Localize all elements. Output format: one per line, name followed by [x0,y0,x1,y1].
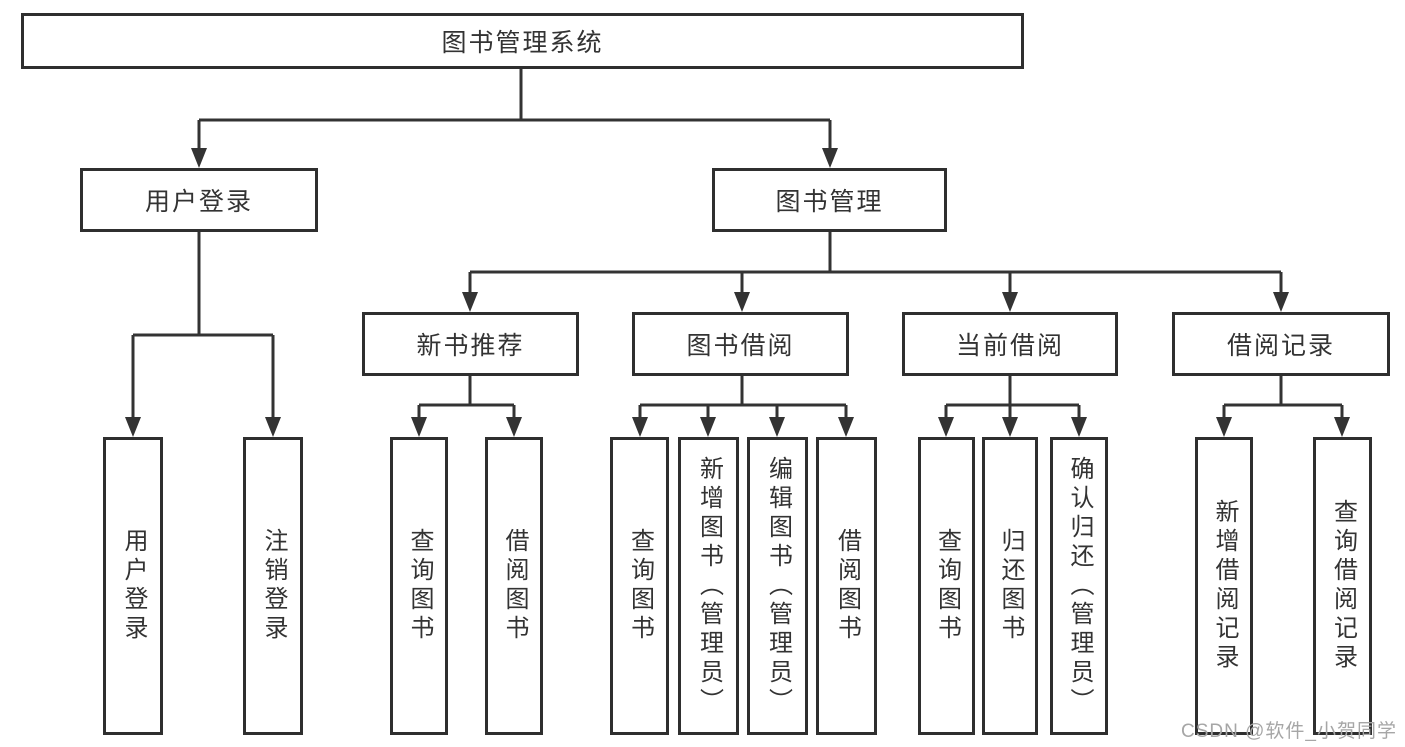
node-book-borrowing: 图书借阅 [632,312,849,376]
branch-book-mgmt-arrowheads [462,292,1289,312]
branch-new-book-rec-arrowheads [411,417,522,437]
branch-new-book-rec [417,376,516,419]
node-book-management: 图书管理 [712,168,947,232]
leaf-borrowing-edit-books-label: 编辑图书（管理员） [764,455,792,717]
branch-user-login [131,232,275,419]
leaf-logout-label: 注销登录 [260,528,287,644]
leaf-recommend-query-books-label: 查询图书 [406,528,433,644]
branch-root-arrowheads [191,148,838,168]
leaf-user-login: 用户登录 [103,437,163,735]
leaf-records-query-record-label: 查询借阅记录 [1329,499,1357,673]
leaf-borrowing-query-books-label: 查询图书 [626,528,654,644]
leaf-current-confirm-return: 确认归还（管理员） [1050,437,1108,735]
leaf-borrowing-add-books-label: 新增图书（管理员） [695,455,723,717]
node-library-system-label: 图书管理系统 [441,29,604,57]
branch-book-borrow-arrowheads [632,417,854,437]
leaf-recommend-borrow-books: 借阅图书 [485,437,543,735]
node-book-borrowing-label: 图书借阅 [686,332,795,360]
leaf-current-query-books: 查询图书 [918,437,975,735]
leaf-current-query-books-label: 查询图书 [933,528,961,644]
leaf-current-return-books: 归还图书 [982,437,1038,735]
leaf-current-return-books-label: 归还图书 [997,528,1024,644]
node-library-system: 图书管理系统 [21,13,1024,69]
leaf-borrowing-query-books: 查询图书 [610,437,669,735]
leaf-recommend-borrow-books-label: 借阅图书 [501,528,528,644]
branch-current-borrow-arrowheads [938,417,1087,437]
leaf-user-login-label: 用户登录 [120,528,147,644]
leaf-records-add-record: 新增借阅记录 [1195,437,1253,735]
leaf-borrowing-edit-books: 编辑图书（管理员） [747,437,808,735]
node-borrow-records-label: 借阅记录 [1226,332,1335,360]
leaf-records-query-record: 查询借阅记录 [1313,437,1372,735]
node-book-management-label: 图书管理 [775,188,884,216]
node-new-book-recommend: 新书推荐 [362,312,579,376]
branch-borrow-records [1222,376,1344,419]
node-new-book-recommend-label: 新书推荐 [416,332,525,360]
branch-root [197,69,832,150]
leaf-recommend-query-books: 查询图书 [390,437,448,735]
leaf-borrowing-add-books: 新增图书（管理员） [678,437,739,735]
leaf-logout: 注销登录 [243,437,303,735]
node-user-login: 用户登录 [80,168,318,232]
node-current-borrowing: 当前借阅 [902,312,1118,376]
branch-book-mgmt [468,232,1283,294]
branch-user-login-arrowheads [125,417,281,437]
leaf-current-confirm-return-label: 确认归还（管理员） [1066,455,1093,717]
branch-borrow-records-arrowheads [1216,417,1350,437]
leaf-records-add-record-label: 新增借阅记录 [1211,499,1238,673]
node-borrow-records: 借阅记录 [1172,312,1390,376]
leaf-borrowing-borrow-books-label: 借阅图书 [833,528,861,644]
node-current-borrowing-label: 当前借阅 [955,332,1064,360]
csdn-watermark: CSDN @软件_小贺同学 [1181,721,1397,742]
node-user-login-label: 用户登录 [144,188,253,216]
branch-current-borrow [944,376,1081,419]
branch-book-borrow [638,376,848,419]
leaf-borrowing-borrow-books: 借阅图书 [816,437,877,735]
